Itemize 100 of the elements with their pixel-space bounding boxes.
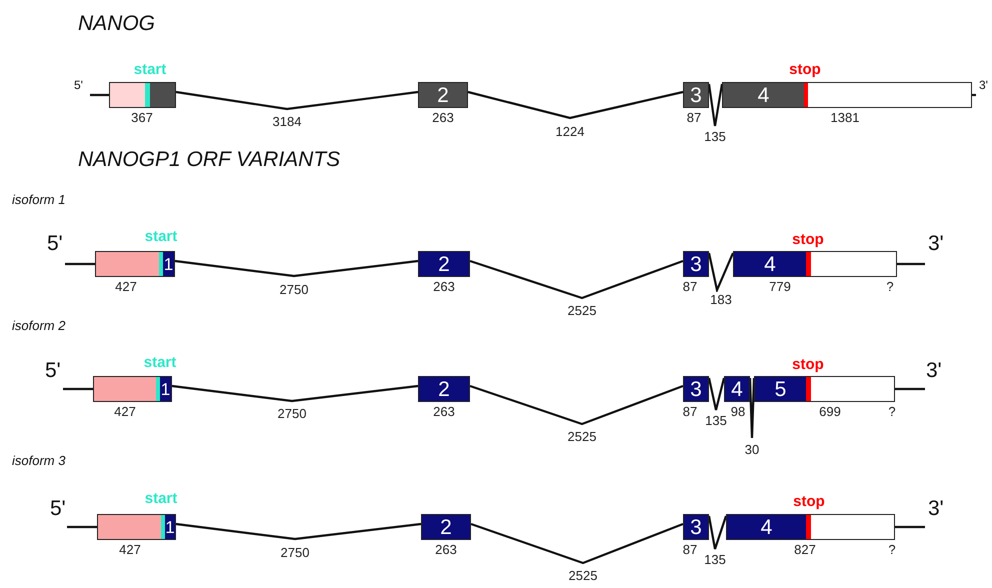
- intron-length-label: 2525: [566, 429, 598, 444]
- intron-length-label: 183: [709, 292, 733, 307]
- intron-line: [176, 522, 422, 540]
- intron-length-label: 2525: [568, 568, 598, 583]
- exon-number: 2: [438, 254, 450, 274]
- exon-box: [726, 514, 895, 540]
- intron-line: [708, 516, 728, 550]
- exon-length-label: 87: [682, 542, 698, 557]
- exon-box: [683, 251, 709, 277]
- strand-end-label: 5': [45, 359, 61, 383]
- exon-length-label: 87: [682, 279, 698, 294]
- intron-line: [470, 384, 684, 426]
- start-codon-label: start: [144, 490, 178, 507]
- intron-length-label: 135: [704, 413, 728, 428]
- intron-length-label: 2525: [566, 303, 598, 318]
- exon-box: [418, 82, 468, 108]
- strand-end-label: 3': [928, 232, 944, 256]
- section-heading: NANOG: [78, 12, 156, 36]
- exon-length-label: 87: [682, 404, 698, 419]
- intron-line: [708, 252, 734, 294]
- intron-line: [174, 260, 418, 278]
- gene-flank-line: [67, 526, 97, 528]
- intron-length-label: 1224: [554, 124, 586, 139]
- intron-line: [172, 384, 418, 402]
- exon-box: [683, 82, 709, 108]
- exon-number: 1: [164, 256, 174, 272]
- isoform-label: isoform 3: [12, 453, 66, 468]
- intron-line: [748, 378, 756, 440]
- exon-box: [724, 376, 750, 402]
- start-codon-label: start: [144, 228, 178, 245]
- exon-length-label: 263: [433, 404, 455, 419]
- strand-end-label: 3': [926, 359, 942, 383]
- exon-length-label: 98: [730, 404, 746, 419]
- start-codon-label: start: [134, 61, 166, 78]
- intron-length-label: 3184: [272, 114, 302, 129]
- exon-length-label: 263: [433, 279, 455, 294]
- isoform-label: isoform 1: [12, 192, 66, 207]
- exon-number: 1: [165, 518, 175, 536]
- intron-line: [470, 522, 684, 564]
- intron-line: [470, 260, 684, 300]
- exon-length-label: 263: [435, 542, 457, 557]
- stop-codon-label: stop: [793, 493, 825, 510]
- exon-number: 5: [774, 378, 786, 400]
- exon-box: [683, 376, 709, 402]
- exon-length-label: 87: [686, 110, 702, 125]
- exon-number: 4: [731, 378, 743, 400]
- gene-flank-line: [63, 388, 93, 390]
- exon-length-label: 263: [432, 110, 454, 125]
- exon-number: 1: [160, 380, 170, 398]
- exon-number: 2: [440, 516, 452, 538]
- exon-box: [421, 514, 471, 540]
- exon-length-label: 367: [131, 110, 153, 125]
- strand-end-label: 5': [50, 497, 66, 521]
- exon-length-label: 779: [769, 279, 791, 294]
- exon-number: 4: [758, 84, 770, 106]
- exon-box: [95, 251, 175, 277]
- gene-flank-line: [90, 94, 109, 96]
- strand-end-label: 5': [47, 232, 63, 256]
- intron-line: [176, 90, 418, 110]
- exon-number: 3: [690, 378, 702, 400]
- exon-box: [722, 82, 972, 108]
- intron-line: [708, 378, 726, 412]
- gene-flank-line: [895, 526, 925, 528]
- gene-flank-line: [897, 262, 925, 266]
- intron-line: [468, 90, 684, 120]
- strand-end-label: 5': [74, 78, 83, 92]
- exon-length-label: 699: [819, 404, 841, 419]
- intron-length-label: 135: [703, 129, 727, 144]
- exon-length-label: 427: [119, 542, 141, 557]
- exon-box: [93, 376, 172, 402]
- exon-box: [109, 82, 176, 108]
- stop-codon-label: stop: [792, 356, 824, 373]
- strand-end-label: 3': [979, 78, 988, 92]
- intron-length-label: 2750: [278, 282, 310, 297]
- section-heading: NANOGP1 ORF VARIANTS: [78, 148, 340, 172]
- exon-number: 3: [690, 516, 702, 538]
- isoform-label: isoform 2: [12, 318, 66, 333]
- exon-box: [418, 376, 470, 402]
- exon-box: [97, 514, 176, 540]
- exon-length-label: ?: [886, 279, 894, 294]
- exon-length-label: 427: [115, 279, 137, 294]
- exon-box: [754, 376, 895, 402]
- exon-length-label: ?: [888, 404, 896, 419]
- exon-length-label: 1381: [830, 110, 860, 125]
- exon-length-label: ?: [888, 542, 896, 557]
- exon-length-label: 427: [114, 404, 136, 419]
- exon-length-label: 827: [794, 542, 816, 557]
- exon-number: 3: [690, 254, 702, 274]
- gene-flank-line: [895, 388, 925, 390]
- exon-number: 4: [760, 516, 772, 538]
- intron-length-label: 135: [703, 552, 727, 567]
- exon-box: [418, 251, 470, 277]
- gene-flank-line: [65, 262, 95, 266]
- exon-number: 4: [764, 254, 776, 274]
- stop-codon-label: stop: [792, 231, 824, 248]
- gene-flank-line: [972, 94, 976, 96]
- intron-line: [708, 84, 724, 128]
- exon-box: [683, 514, 709, 540]
- intron-length-label: 2750: [280, 545, 310, 560]
- start-codon-label: start: [144, 354, 176, 371]
